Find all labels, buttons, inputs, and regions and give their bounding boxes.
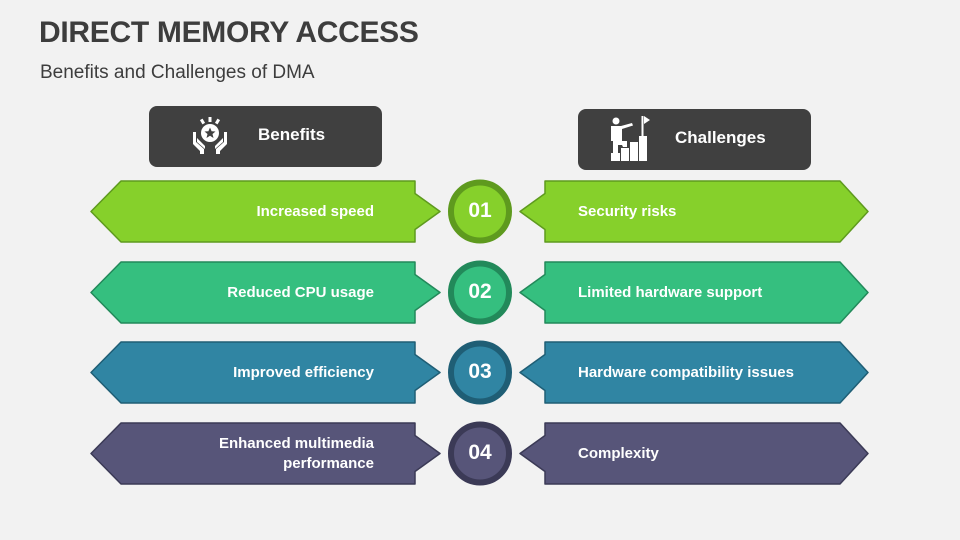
challenges-header: Challenges [578, 109, 811, 170]
challenge-text: Hardware compatibility issues [578, 363, 794, 381]
challenges-label: Challenges [675, 128, 766, 147]
challenge-text: Limited hardware support [578, 283, 763, 301]
challenge-banner [519, 341, 869, 404]
number-circle [448, 340, 512, 405]
benefits-label: Benefits [258, 125, 326, 144]
challenge-banner [519, 422, 869, 485]
benefit-banner [90, 422, 441, 485]
challenge-banner [519, 261, 869, 324]
row-number: 03 [468, 359, 492, 383]
row-number: 01 [468, 198, 492, 222]
challenge-banner [519, 180, 869, 243]
benefit-banner [90, 341, 441, 404]
benefit-text: Reduced CPU usage [227, 283, 374, 301]
challenge-text: Complexity [578, 444, 659, 462]
slide-title: DIRECT MEMORY ACCESS [39, 16, 419, 49]
row-number: 04 [468, 440, 492, 464]
person-climbing-stairs-flag-icon [608, 115, 652, 168]
benefit-banner [90, 261, 441, 324]
row-number: 02 [468, 279, 492, 303]
benefit-text: Enhanced multimedia performance [218, 434, 374, 472]
slide-subtitle: Benefits and Challenges of DMA [40, 62, 315, 83]
number-circle [448, 179, 512, 244]
number-circle [448, 421, 512, 486]
benefits-header: Benefits [149, 106, 382, 167]
benefit-banner [90, 180, 441, 243]
challenge-text: Security risks [578, 202, 677, 220]
number-circle [448, 260, 512, 325]
benefit-text: Increased speed [256, 202, 374, 220]
hands-star-icon [189, 116, 231, 163]
benefit-text: Improved efficiency [233, 363, 374, 381]
